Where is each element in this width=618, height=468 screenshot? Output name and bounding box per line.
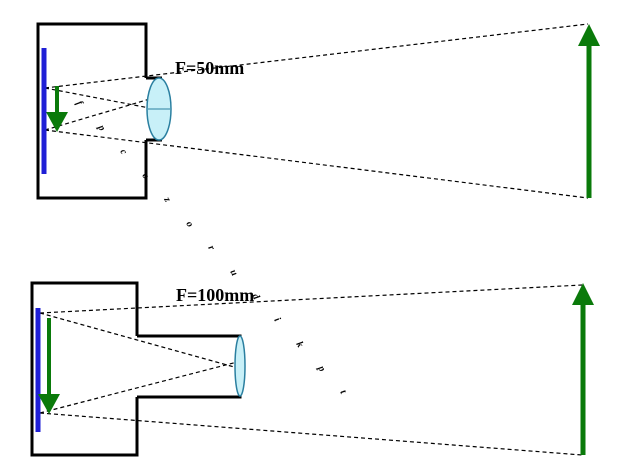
watermark-char: p: [315, 363, 328, 374]
upper-object-arrowhead: [578, 24, 600, 46]
lower-ray-cross-b: [39, 359, 246, 414]
upper-camera: F=50mm: [36, 22, 600, 200]
watermark-char: p: [95, 122, 108, 133]
watermark-char: d: [249, 292, 262, 303]
lower-object-arrowhead: [572, 283, 594, 305]
upper-focal-label: F=50mm: [175, 58, 244, 78]
lower-ray-cross-a: [39, 312, 246, 371]
upper-camera-body: [36, 22, 148, 200]
lower-focal-label: F=100mm: [176, 285, 254, 305]
watermark-char: f: [73, 99, 85, 109]
lower-lens-barrel: [137, 334, 242, 399]
watermark-char: i: [271, 316, 282, 324]
lower-lens-icon: [234, 335, 246, 397]
upper-image-arrowhead: [46, 112, 68, 132]
upper-ray-top: [44, 23, 589, 89]
lower-ray-bottom: [39, 412, 583, 456]
watermark-char: o: [183, 219, 195, 229]
upper-ray-cross-b: [44, 95, 161, 131]
lower-camera: F=100mm: [30, 281, 594, 457]
watermark-char: u: [227, 268, 240, 279]
watermark-char: r: [205, 244, 217, 253]
watermark-char: c: [117, 147, 129, 157]
watermark-char: o: [139, 171, 151, 181]
lower-image-arrowhead: [38, 394, 60, 414]
watermark-char: t: [337, 388, 349, 397]
upper-ray-cross-a: [44, 87, 161, 111]
lower-camera-body: [30, 281, 139, 457]
upper-ray-bottom: [44, 129, 589, 199]
watermark-char: k: [293, 340, 305, 350]
watermark-char: z: [161, 194, 173, 204]
diagonal-watermark: f p c o z o r u d i k p t: [73, 99, 349, 397]
lower-ray-top: [39, 284, 583, 314]
